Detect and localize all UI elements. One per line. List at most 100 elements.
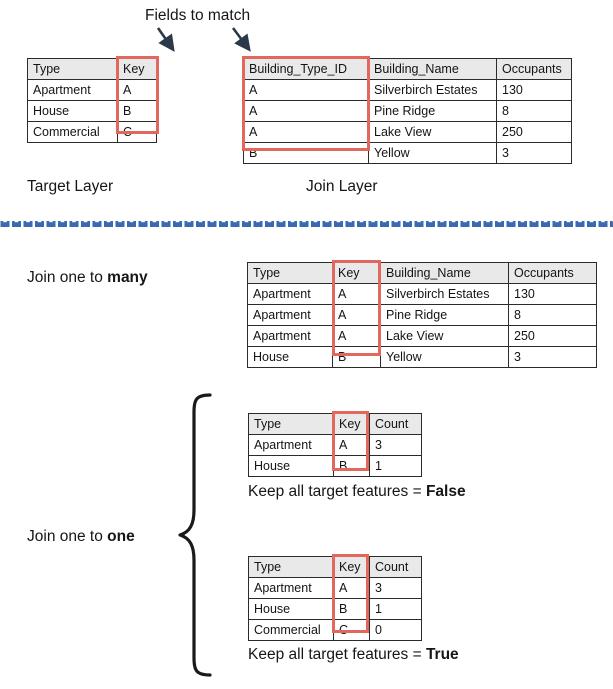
column-header: Building_Name [380,262,509,284]
column-header: Count [369,556,422,578]
table-row: House B Yellow 3 [247,346,597,368]
cell-type: Apartment [248,434,334,456]
section-divider [0,220,613,229]
cell-count: 3 [369,434,422,456]
cell-building-name: Silverbirch Estates [368,79,497,101]
table-header-row: Type Key [27,58,157,80]
cell-type: Apartment [27,79,118,101]
table-header-row: Type Key Count [248,556,422,578]
cell-occupants: 3 [496,142,572,164]
cell-type: Apartment [247,283,333,305]
column-header: Building_Name [368,58,497,80]
column-header: Type [248,413,334,435]
table-row: A Silverbirch Estates 130 [243,79,572,101]
cell-occupants: 250 [508,325,597,347]
cell-type: Apartment [247,304,333,326]
cell-key: A [332,283,381,305]
column-header: Type [247,262,333,284]
table-header-row: Type Key Count [248,413,422,435]
cell-type: House [27,100,118,122]
cell-occupants: 130 [496,79,572,101]
table-header-row: Type Key Building_Name Occupants [247,262,597,284]
cell-type: Commercial [27,121,118,143]
cell-building-name: Pine Ridge [368,100,497,122]
cell-occupants: 8 [508,304,597,326]
join-one-to-one-brace [178,393,212,677]
keep-all-false-value: False [425,483,466,500]
cell-count: 1 [369,455,422,477]
cell-key: B [332,346,381,368]
table-row: A Lake View 250 [243,121,572,143]
column-header: Key [332,262,381,284]
cell-building-type-id: B [243,142,369,164]
one-to-one-true-table: Type Key Count Apartment A 3 House B 1 C… [248,556,422,641]
column-header: Count [369,413,422,435]
table-row: Apartment A [27,79,157,101]
table-row: Apartment A 3 [248,577,422,599]
column-header: Key [333,413,370,435]
column-header: Key [333,556,370,578]
cell-type: House [248,598,334,620]
cell-building-name: Yellow [368,142,497,164]
table-row: B Yellow 3 [243,142,572,164]
cell-building-type-id: A [243,121,369,143]
cell-count: 3 [369,577,422,599]
cell-occupants: 130 [508,283,597,305]
cell-occupants: 8 [496,100,572,122]
keep-all-false-prefix: Keep all target features = [248,483,426,500]
join-layer-label: Join Layer [306,178,378,195]
column-header: Occupants [496,58,572,80]
table-row: Apartment A 3 [248,434,422,456]
join-one-to-many-table: Type Key Building_Name Occupants Apartme… [247,262,597,368]
cell-key: C [333,619,370,641]
table-row: House B [27,100,157,122]
cell-key: A [333,434,370,456]
join-one-to-one-prefix: Join one to [27,528,108,545]
arrow-to-join-key [231,27,251,52]
cell-key: B [117,100,157,122]
cell-occupants: 250 [496,121,572,143]
cell-key: B [333,598,370,620]
cell-building-name: Lake View [368,121,497,143]
cell-key: B [333,455,370,477]
keep-all-true-label: Keep all target features = True [248,645,459,664]
cell-key: A [332,325,381,347]
arrow-to-target-key [156,27,175,52]
table-row: A Pine Ridge 8 [243,100,572,122]
keep-all-false-label: Keep all target features = False [248,482,466,501]
table-row: Apartment A Silverbirch Estates 130 [247,283,597,305]
cell-building-name: Silverbirch Estates [380,283,509,305]
column-header: Building_Type_ID [243,58,369,80]
cell-type: Apartment [248,577,334,599]
column-header: Key [117,58,157,80]
target-layer-label: Target Layer [27,178,114,195]
cell-building-type-id: A [243,100,369,122]
join-one-to-many-label: Join one to many [27,268,148,287]
cell-key: A [333,577,370,599]
cell-key: A [332,304,381,326]
keep-all-true-value: True [425,646,459,663]
table-row: Apartment A Pine Ridge 8 [247,304,597,326]
cell-building-name: Lake View [380,325,509,347]
target-layer-table: Type Key Apartment A House B Commercial … [27,58,157,143]
cell-type: House [247,346,333,368]
match-arrows [156,27,251,52]
column-header: Type [248,556,334,578]
one-to-one-false-table: Type Key Count Apartment A 3 House B 1 [248,413,422,477]
table-row: Apartment A Lake View 250 [247,325,597,347]
table-header-row: Building_Type_ID Building_Name Occupants [243,58,572,80]
table-row: Commercial C [27,121,157,143]
fields-to-match-caption: Fields to match [145,7,251,24]
column-header: Occupants [508,262,597,284]
cell-type: Apartment [247,325,333,347]
cell-type: House [248,455,334,477]
table-row: Commercial C 0 [248,619,422,641]
join-one-to-one-label: Join one to one [27,527,135,546]
join-one-to-many-prefix: Join one to [27,269,108,286]
table-row: House B 1 [248,455,422,477]
cell-building-name: Pine Ridge [380,304,509,326]
cell-count: 1 [369,598,422,620]
cell-count: 0 [369,619,422,641]
join-layer-table: Building_Type_ID Building_Name Occupants… [243,58,572,164]
cell-key: C [117,121,157,143]
